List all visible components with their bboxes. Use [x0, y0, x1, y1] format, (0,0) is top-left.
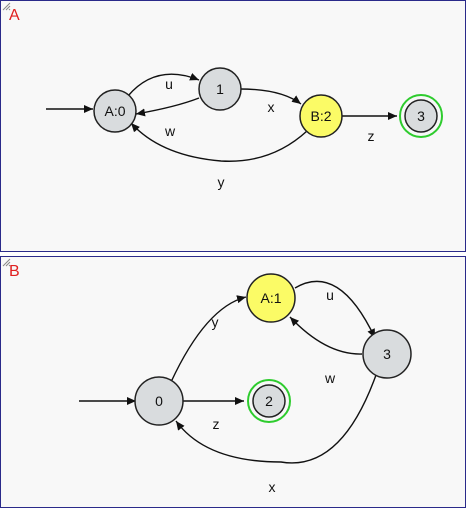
edge-a1-a0 [135, 97, 200, 117]
edge-label-u: u [165, 76, 173, 92]
panel-b-letter: B [9, 263, 20, 280]
state-a3[interactable] [404, 99, 438, 133]
automaton-panel-b: B y u w z x 0 A:1 2 3 [0, 256, 466, 508]
edge-b0-b1 [170, 295, 247, 383]
diagram-b: y u w z x 0 A:1 2 3 [79, 273, 412, 495]
state-b2[interactable] [252, 384, 286, 418]
state-b1[interactable] [246, 273, 296, 323]
final-ring-a3 [399, 94, 443, 138]
edge-a1-a2 [239, 88, 302, 105]
state-b0[interactable] [134, 376, 184, 426]
resize-handle-icon[interactable] [1, 1, 11, 11]
state-a2-label: B:2 [310, 108, 331, 124]
final-ring-b2 [247, 379, 291, 423]
edge-label-w: w [324, 370, 336, 386]
diagram-a: u w x z y A:0 1 B:2 3 [46, 67, 443, 190]
state-a2[interactable] [299, 94, 343, 138]
edge-label-z: z [213, 416, 220, 432]
edge-label-y: y [212, 314, 219, 330]
automaton-panel-a: A u w x z y A:0 1 B:2 3 [0, 0, 466, 252]
state-a0[interactable] [93, 89, 137, 133]
edge-b1-b3 [294, 280, 376, 339]
resize-handle-icon[interactable] [1, 257, 11, 267]
panel-a-letter: A [9, 7, 20, 24]
state-a3-label: 3 [417, 108, 425, 124]
edge-label-u: u [326, 287, 334, 303]
state-a1-label: 1 [216, 81, 224, 97]
state-a1[interactable] [198, 67, 242, 111]
edge-label-z: z [368, 128, 375, 144]
edge-label-y: y [218, 174, 225, 190]
edge-b3-b1 [289, 316, 363, 355]
edge-b3-b0 [175, 374, 377, 464]
state-b3-label: 3 [383, 346, 391, 362]
state-a0-label: A:0 [104, 103, 125, 119]
state-b0-label: 0 [155, 393, 163, 409]
state-b1-label: A:1 [260, 290, 281, 306]
edge-label-w: w [164, 123, 176, 139]
state-b3[interactable] [362, 329, 412, 379]
edge-label-x: x [269, 479, 276, 495]
edge-label-x: x [268, 99, 275, 115]
state-b2-label: 2 [265, 393, 273, 409]
edge-a2-a0 [130, 122, 308, 162]
edge-a0-a1 [127, 72, 200, 97]
